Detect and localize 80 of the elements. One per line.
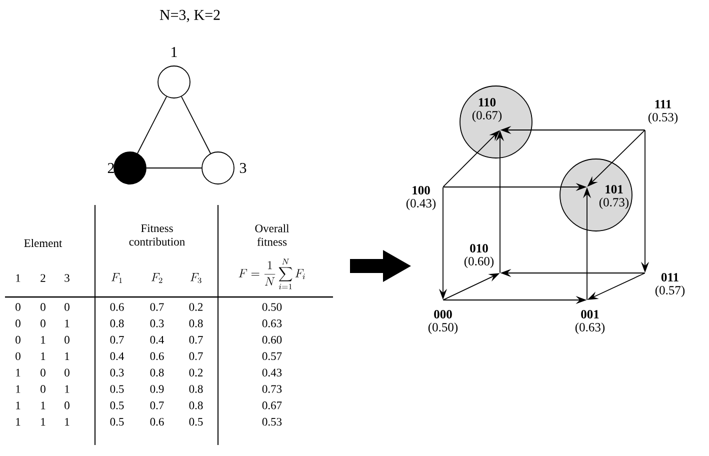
table-cell-text: 0 <box>64 368 70 376</box>
table-cell-text: 0.9 <box>150 385 164 393</box>
table-cell-text: 0 <box>64 303 70 311</box>
column-header: $F_1$ <box>111 273 122 283</box>
formula: $F = \frac{1}{N}\sum_{i=1}^{N} F_i$ <box>238 258 305 290</box>
table-cell-text: 1 <box>65 352 70 360</box>
column-header: 2 <box>40 274 46 282</box>
table-cell-text: 1 <box>41 336 46 344</box>
connector-line <box>181 96 211 154</box>
table-cell-text: 0.73 <box>262 385 282 393</box>
node-number: 1 <box>172 47 177 57</box>
table-cell-text: 0.2 <box>189 368 203 376</box>
table-cell-text: 0.6 <box>150 352 164 360</box>
table-cell-text: 0.7 <box>189 336 203 344</box>
table-cell-text: 0.60 <box>262 336 282 344</box>
table-cell-text: 0.8 <box>189 385 203 393</box>
table-cell-text: 0 <box>40 303 46 311</box>
table-cell-text: 1 <box>65 320 70 328</box>
table-cell-text: 1 <box>16 402 20 410</box>
table-cell-text: 0.53 <box>262 418 282 426</box>
node-number: 2 <box>108 163 114 173</box>
table-cell-text: 0.7 <box>110 336 124 344</box>
table-cell-text: 0.7 <box>150 402 164 410</box>
table-cell-text: 0 <box>40 368 46 376</box>
table-cell-text: 0.4 <box>110 352 124 360</box>
table-cell-text: 0 <box>16 352 20 360</box>
table-cell-text: 0.8 <box>150 368 164 376</box>
table-cell-text: 0.5 <box>110 385 124 393</box>
table-cell-text: 0.3 <box>150 320 164 328</box>
table-cell-text: 1 <box>41 418 46 426</box>
table-cell-text: 1 <box>16 385 20 393</box>
column-header: $F_2$ <box>151 273 162 283</box>
vertex-label: 100 (0.43) <box>406 186 436 210</box>
vertex-label: 110 (0.67) <box>472 98 502 122</box>
vertex-label: 010 (0.60) <box>464 244 494 268</box>
table-cell-text: 0.4 <box>150 336 164 344</box>
table-cell-text: 0.7 <box>150 303 164 311</box>
table-cell-text: 0.6 <box>110 303 124 311</box>
table-cell-text: 0.67 <box>262 402 282 410</box>
table-cell-text: 1 <box>16 368 20 376</box>
table-cell-text: 0.7 <box>189 352 203 360</box>
table-cell-text: 0 <box>64 336 70 344</box>
column-header: $F_3$ <box>190 273 202 284</box>
vertex-label: 001 (0.63) <box>575 310 605 334</box>
table-cell-text: 0.5 <box>110 402 124 410</box>
table-cell-text: 0.5 <box>110 418 124 426</box>
table-cell-text: 0 <box>16 320 20 328</box>
connector-line <box>137 96 167 154</box>
table-cell-text: 0.63 <box>262 320 282 328</box>
vertex-label: 011 (0.57) <box>655 273 685 297</box>
table-cell-text: 0 <box>64 402 70 410</box>
table-cell-text: 1 <box>65 385 70 393</box>
table-cell-text: 0.8 <box>189 320 203 328</box>
vertex-label: 111 (0.53) <box>648 100 678 124</box>
node-number: 3 <box>240 162 246 174</box>
vertex-label: 101 (0.73) <box>599 185 629 209</box>
table-cell-text: 0.8 <box>110 320 124 328</box>
vertex-label: 000 (0.50) <box>428 310 458 334</box>
table-cell-text: 0.5 <box>189 418 203 426</box>
column-header: Element <box>24 238 62 248</box>
table-cell-text: 1 <box>16 418 20 426</box>
table-cell-text: 1 <box>41 352 46 360</box>
title: N=3, K=2 <box>160 10 220 22</box>
table-cell-text: 0.6 <box>150 418 164 426</box>
column-header: 3 <box>64 274 70 282</box>
table-cell-text: 1 <box>65 418 70 426</box>
column-header: Overall fitness <box>255 224 290 246</box>
table-cell-text: 0 <box>40 385 46 393</box>
table-cell-text: 1 <box>41 402 46 410</box>
table-cell-text: 0.3 <box>110 368 124 376</box>
column-header: 1 <box>16 274 20 282</box>
table-cell-text: 0 <box>16 303 20 311</box>
table-cell-text: 0.8 <box>189 402 203 410</box>
column-header: Fitness contribution <box>129 224 185 246</box>
table-cell-text: 0.57 <box>262 352 282 360</box>
table-cell-text: 0 <box>16 336 20 344</box>
table-cell-text: 0 <box>40 320 46 328</box>
table-cell-text: 0.43 <box>262 368 282 376</box>
table-cell-text: 0.2 <box>189 303 203 311</box>
table-cell-text: 0.50 <box>262 303 282 311</box>
